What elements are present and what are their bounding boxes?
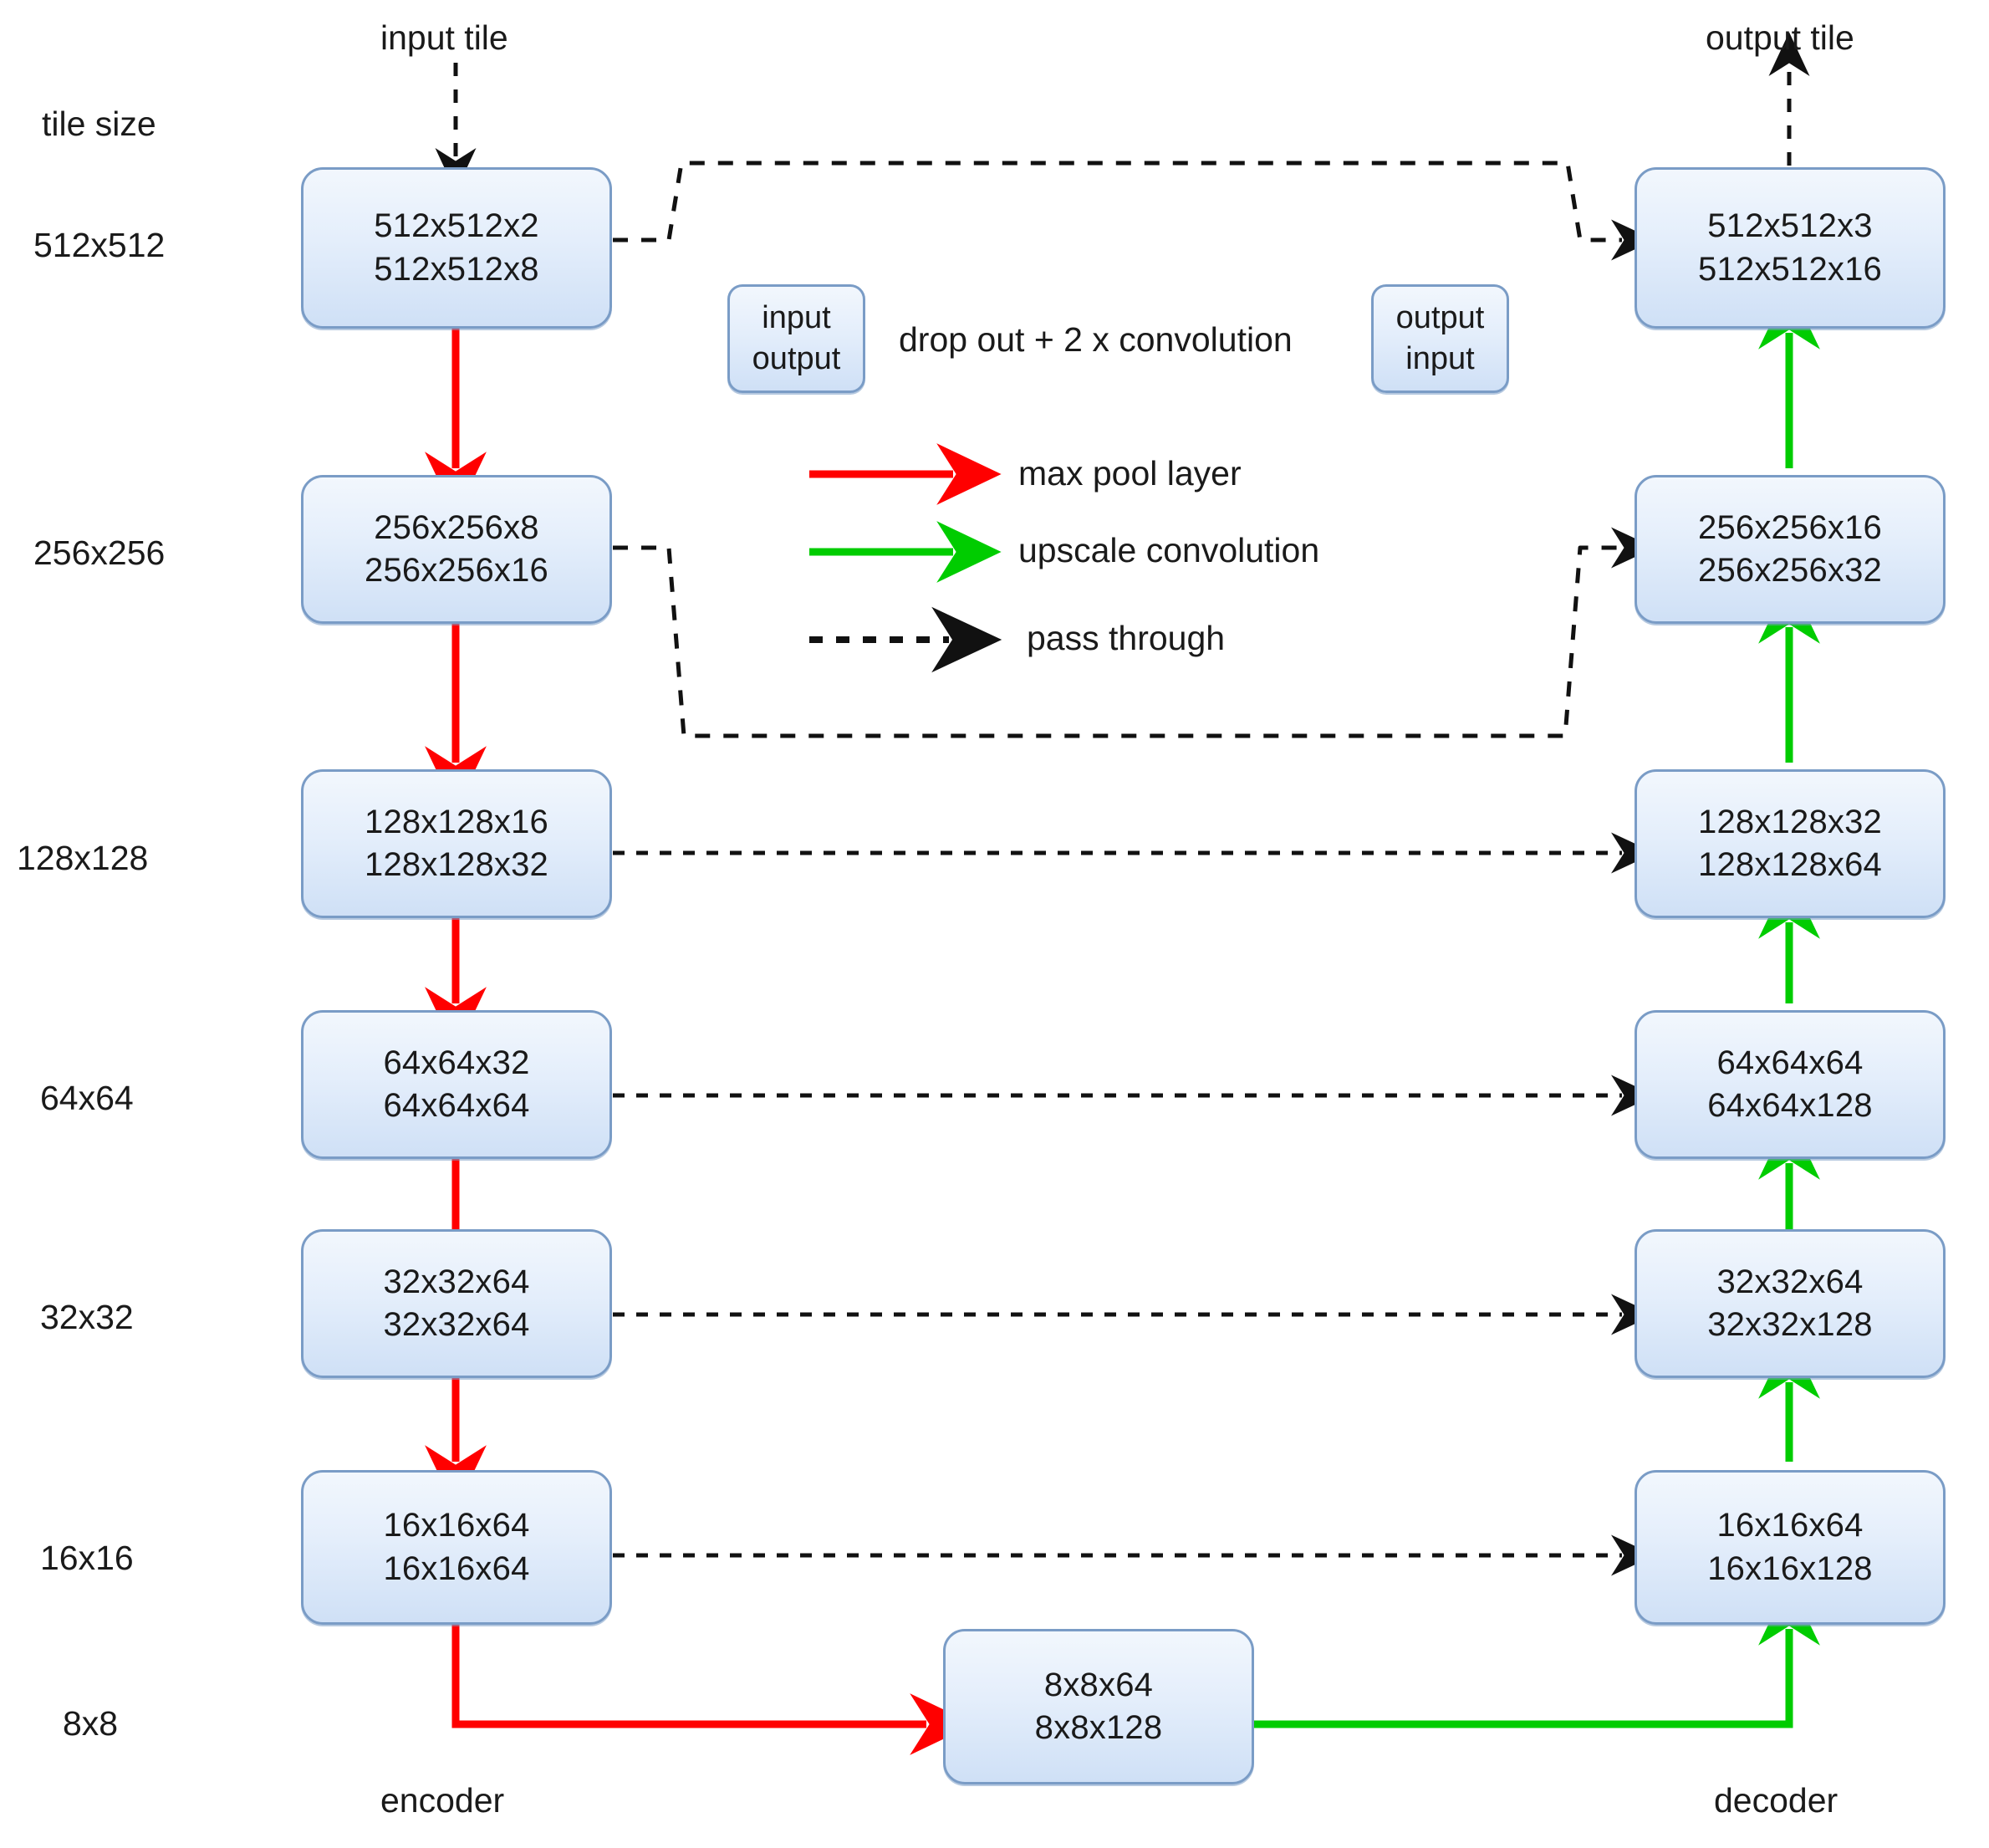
decoder-block-32-out: 32x32x128: [1707, 1306, 1873, 1343]
decoder-block-512-in: 512x512x3: [1707, 207, 1873, 245]
encoder-label: encoder: [380, 1781, 505, 1820]
legend-block-output-input: output input: [1371, 284, 1509, 393]
encoder-block-16-out: 16x16x64: [383, 1549, 530, 1587]
max-pool-arrow-to-bottleneck: [451, 1625, 975, 1755]
upscale-arrow-from-bottleneck: [1252, 1580, 1820, 1728]
decoder-block-64[interactable]: 64x64x64 64x64x128: [1635, 1010, 1946, 1159]
decoder-block-128-out: 128x128x64: [1698, 846, 1882, 883]
legend-entry-pass-through-label: pass through: [1027, 619, 1226, 657]
encoder-block-128[interactable]: 128x128x16 128x128x32: [301, 769, 612, 918]
output-tile-label: output tile: [1706, 18, 1854, 57]
encoder-block-256-out: 256x256x16: [365, 552, 548, 589]
encoder-block-32-in: 32x32x64: [383, 1263, 530, 1300]
legend-block-input-output-line2: output: [752, 341, 841, 376]
encoder-block-128-in: 128x128x16: [365, 803, 548, 840]
decoder-block-256[interactable]: 256x256x16 256x256x32: [1635, 475, 1946, 624]
pass-through-512: [613, 161, 1655, 261]
input-tile-label: input tile: [380, 18, 508, 57]
legend-block-output-input-line2: input: [1405, 341, 1475, 376]
tile-size-32: 32x32: [40, 1298, 134, 1336]
decoder-block-256-in: 256x256x16: [1698, 508, 1882, 546]
decoder-block-16-in: 16x16x64: [1716, 1507, 1864, 1544]
tile-size-16: 16x16: [40, 1539, 134, 1577]
encoder-block-512[interactable]: 512x512x2 512x512x8: [301, 167, 612, 329]
legend-block-caption: drop out + 2 x convolution: [899, 320, 1293, 359]
legend-entry-max-pool-label: max pool layer: [1018, 454, 1242, 493]
tile-size-128: 128x128: [17, 839, 149, 877]
bottleneck-block-8[interactable]: 8x8x64 8x8x128: [943, 1629, 1254, 1784]
decoder-block-64-in: 64x64x64: [1716, 1044, 1864, 1081]
decoder-block-512-out: 512x512x16: [1698, 250, 1882, 288]
legend-entry-upscale-label: upscale convolution: [1018, 531, 1320, 569]
decoder-block-64-out: 64x64x128: [1707, 1087, 1873, 1124]
encoder-block-128-out: 128x128x32: [365, 846, 548, 883]
encoder-block-64-in: 64x64x32: [383, 1044, 530, 1081]
decoder-block-128[interactable]: 128x128x32 128x128x64: [1635, 769, 1946, 918]
decoder-block-256-out: 256x256x32: [1698, 552, 1882, 589]
decoder-block-32-in: 32x32x64: [1716, 1263, 1864, 1300]
decoder-block-128-in: 128x128x32: [1698, 803, 1882, 840]
legend-block-input-output-line1: input: [762, 299, 831, 335]
decoder-block-16-out: 16x16x128: [1707, 1549, 1873, 1587]
encoder-block-64-out: 64x64x64: [383, 1087, 530, 1124]
encoder-block-256-in: 256x256x8: [374, 508, 539, 546]
encoder-block-32-out: 32x32x64: [383, 1306, 530, 1343]
decoder-block-512[interactable]: 512x512x3 512x512x16: [1635, 167, 1946, 329]
tile-size-label: tile size: [42, 105, 156, 143]
bottleneck-block-8-in: 8x8x64: [1043, 1666, 1154, 1703]
encoder-block-64[interactable]: 64x64x32 64x64x64: [301, 1010, 612, 1159]
legend-block-input-output: input output: [727, 284, 865, 393]
legend-block-output-input-line1: output: [1395, 299, 1485, 335]
tile-size-256: 256x256: [33, 533, 166, 572]
tile-size-512: 512x512: [33, 226, 166, 264]
encoder-block-32[interactable]: 32x32x64 32x32x64: [301, 1229, 612, 1378]
decoder-block-32[interactable]: 32x32x64 32x32x128: [1635, 1229, 1946, 1378]
decoder-label: decoder: [1714, 1781, 1839, 1820]
encoder-block-16[interactable]: 16x16x64 16x16x64: [301, 1470, 612, 1625]
encoder-block-16-in: 16x16x64: [383, 1507, 530, 1544]
decoder-block-16[interactable]: 16x16x64 16x16x128: [1635, 1470, 1946, 1625]
tile-size-8: 8x8: [63, 1704, 119, 1743]
tile-size-64: 64x64: [40, 1079, 134, 1117]
pass-through-straight-arrows: [613, 832, 1655, 1576]
encoder-block-512-out: 512x512x8: [374, 250, 539, 288]
encoder-block-512-in: 512x512x2: [374, 207, 539, 245]
bottleneck-block-8-out: 8x8x128: [1034, 1709, 1163, 1746]
encoder-block-256[interactable]: 256x256x8 256x256x16: [301, 475, 612, 624]
